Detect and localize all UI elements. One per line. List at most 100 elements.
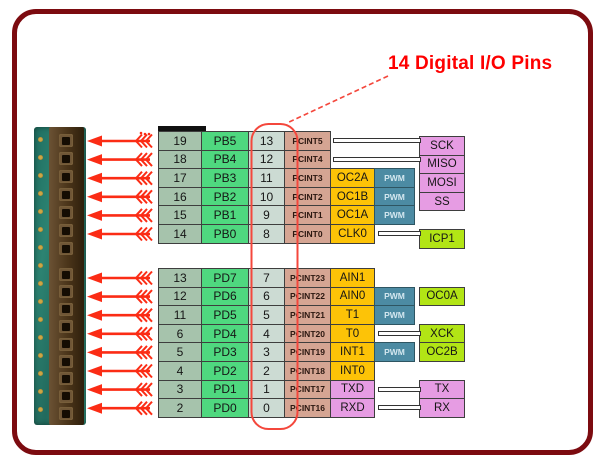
pcint-label: PCINT23 <box>284 268 331 288</box>
header-socket <box>59 320 73 334</box>
pcint-label: PCINT22 <box>284 286 331 307</box>
digital-pin-number: 7 <box>248 268 285 288</box>
port-label: PD1 <box>201 379 249 400</box>
pcb-via-dot <box>38 263 43 268</box>
digital-pin-number: 9 <box>248 205 285 225</box>
pwm-badge: PWM <box>374 186 415 207</box>
breakout-label: TX <box>419 379 465 400</box>
breakout-label: OC2B <box>419 342 465 362</box>
chip-pin-number: 19 <box>158 131 202 151</box>
header-socket <box>59 407 73 421</box>
pcb-via-dot <box>38 389 43 394</box>
header-socket <box>59 224 73 237</box>
chip-pin-number: 6 <box>158 323 202 344</box>
digital-pin-number: 0 <box>248 398 285 418</box>
pcb-via-dot <box>38 173 43 178</box>
port-label: PD7 <box>201 268 249 288</box>
digital-pin-number: 4 <box>248 323 285 344</box>
female-header-strip <box>49 127 84 425</box>
chip-pin-number: 15 <box>158 205 202 225</box>
alt-function-label: T0 <box>330 323 375 344</box>
diagram-title: 14 Digital I/O Pins <box>388 53 553 74</box>
pcint-label: PCINT3 <box>284 168 331 188</box>
pcb-via-dot <box>38 137 43 142</box>
port-label: PB0 <box>201 223 249 244</box>
pcint-label: PCINT1 <box>284 205 331 225</box>
pcb-via-dot <box>38 407 43 412</box>
chip-pin-number: 17 <box>158 168 202 188</box>
pwm-badge: PWM <box>374 168 415 188</box>
table-top-black-bar <box>158 126 206 132</box>
port-label: PD3 <box>201 342 249 362</box>
chip-pin-number: 2 <box>158 398 202 418</box>
alt-function-label: OC2A <box>330 168 375 188</box>
alt-function-label: INT0 <box>330 360 375 381</box>
pcb-via-dot <box>38 227 43 232</box>
connector-line <box>378 386 421 392</box>
alt-function-label: AIN0 <box>330 286 375 307</box>
pcint-label: PCINT4 <box>284 149 331 170</box>
header-socket <box>59 242 73 255</box>
connector-line <box>333 138 421 143</box>
port-label: PB2 <box>201 186 249 207</box>
header-socket <box>59 337 73 351</box>
alt-function-label: OC1B <box>330 186 375 207</box>
header-socket <box>59 206 73 219</box>
header-socket <box>59 134 73 147</box>
alt-function-label: OC1A <box>330 205 375 225</box>
alt-function-label: AIN1 <box>330 268 375 288</box>
port-label: PB3 <box>201 168 249 188</box>
chip-pin-number: 16 <box>158 186 202 207</box>
chip-pin-number: 5 <box>158 342 202 362</box>
pcint-label: PCINT20 <box>284 323 331 344</box>
chip-pin-number: 12 <box>158 286 202 307</box>
chip-pin-number: 13 <box>158 268 202 288</box>
port-label: PB4 <box>201 149 249 170</box>
alt-function-label: CLK0 <box>330 223 375 244</box>
alt-function-label: TXD <box>330 379 375 400</box>
digital-pin-number: 5 <box>248 305 285 325</box>
pcint-label: PCINT21 <box>284 305 331 325</box>
port-label: PD0 <box>201 398 249 418</box>
connector-line <box>378 405 421 411</box>
alt-function-label: T1 <box>330 305 375 325</box>
digital-pin-number: 11 <box>248 168 285 188</box>
port-label: PD5 <box>201 305 249 325</box>
port-label: PD2 <box>201 360 249 381</box>
header-socket <box>59 188 73 201</box>
header-socket <box>59 389 73 403</box>
digital-pin-number: 6 <box>248 286 285 307</box>
pcb-via-dot <box>38 299 43 304</box>
breakout-label: RX <box>419 398 465 418</box>
pcb-via-dot <box>38 209 43 214</box>
breakout-label: SS <box>419 191 465 212</box>
digital-pin-number: 10 <box>248 186 285 207</box>
pcint-label: PCINT0 <box>284 223 331 244</box>
pcint-label: PCINT5 <box>284 131 331 151</box>
header-socket <box>59 285 73 299</box>
chip-pin-number: 14 <box>158 223 202 244</box>
digital-pin-number: 1 <box>248 379 285 400</box>
pcint-label: PCINT17 <box>284 379 331 400</box>
connector-line <box>378 230 421 236</box>
breakout-label: OC0A <box>419 286 465 307</box>
pcint-label: PCINT16 <box>284 398 331 418</box>
pwm-badge: PWM <box>374 286 415 307</box>
pwm-badge: PWM <box>374 342 415 362</box>
digital-pin-number: 3 <box>248 342 285 362</box>
chip-pin-number: 3 <box>158 379 202 400</box>
breakout-label: XCK <box>419 323 465 344</box>
chip-pin-number: 11 <box>158 305 202 325</box>
header-socket <box>59 152 73 165</box>
header-socket <box>59 302 73 316</box>
pcb-via-dot <box>38 155 43 160</box>
